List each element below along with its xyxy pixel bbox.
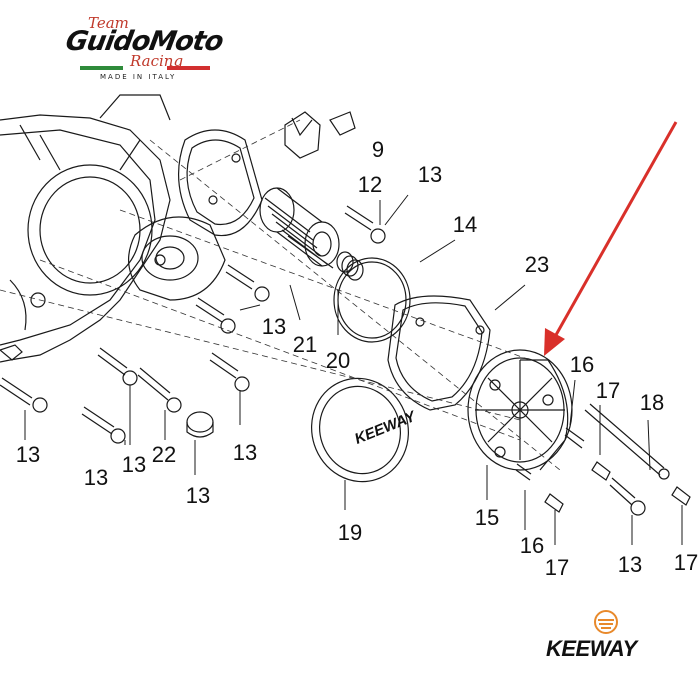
part-label-13: 13 <box>122 452 146 477</box>
cover-gasket <box>178 129 263 237</box>
part-label-16: 16 <box>520 533 544 558</box>
logo-team-text: Team <box>88 14 129 32</box>
keeway-emblem-icon <box>594 610 618 634</box>
drain-plug <box>186 411 214 438</box>
large-gasket <box>387 295 491 411</box>
part-label-13: 13 <box>84 465 108 490</box>
flag-white <box>123 66 167 70</box>
cover-brand-text: KEEWAY <box>352 407 419 447</box>
red-pointer-arrow <box>544 121 678 356</box>
part-label-17: 17 <box>674 550 698 575</box>
bolt-group <box>0 205 386 444</box>
logo-racing-text: Racing <box>130 52 184 70</box>
part-label-18: 18 <box>640 390 664 415</box>
keeway-brand-text: KEEWAY <box>546 636 637 661</box>
part-label-13: 13 <box>618 552 642 577</box>
filter-housing-plate <box>128 216 226 301</box>
filter-spring <box>336 251 364 281</box>
flag-green <box>80 66 124 70</box>
part-label-21: 21 <box>293 332 317 357</box>
italian-flag-stripe <box>80 66 210 70</box>
part-label-13: 13 <box>262 314 286 339</box>
part-label-13: 13 <box>186 483 210 508</box>
o-ring <box>333 257 411 343</box>
guidomoto-logo: Team GuidoMoto Racing MADE IN ITALY <box>60 14 230 94</box>
part-label-22: 22 <box>152 442 176 467</box>
part-label-20: 20 <box>326 348 350 373</box>
oil-filter-cartridge <box>259 187 340 269</box>
part-label-17: 17 <box>596 378 620 403</box>
part-label-14: 14 <box>453 212 477 237</box>
engine-cover-housing <box>0 94 171 363</box>
part-label-13: 13 <box>16 442 40 467</box>
logo-tagline: MADE IN ITALY <box>100 73 177 81</box>
part-label-15: 15 <box>475 505 499 530</box>
keeway-cover-plate <box>311 377 409 483</box>
part-label-19: 19 <box>338 520 362 545</box>
part-label-9: 9 <box>372 137 384 162</box>
part-label-13: 13 <box>418 162 442 187</box>
part-label-13: 13 <box>233 440 257 465</box>
part-label-16: 16 <box>570 352 594 377</box>
flag-red <box>166 66 210 70</box>
part-label-12: 12 <box>358 172 382 197</box>
part-label-23: 23 <box>525 252 549 277</box>
filter-cover <box>467 349 573 471</box>
part-9-fitting <box>284 111 356 159</box>
leader-lines <box>24 194 683 545</box>
studs-and-nuts <box>515 403 691 516</box>
assembly-axis-lines <box>0 119 561 471</box>
part-label-17: 17 <box>545 555 569 580</box>
keeway-logo: KEEWAY <box>538 606 678 666</box>
